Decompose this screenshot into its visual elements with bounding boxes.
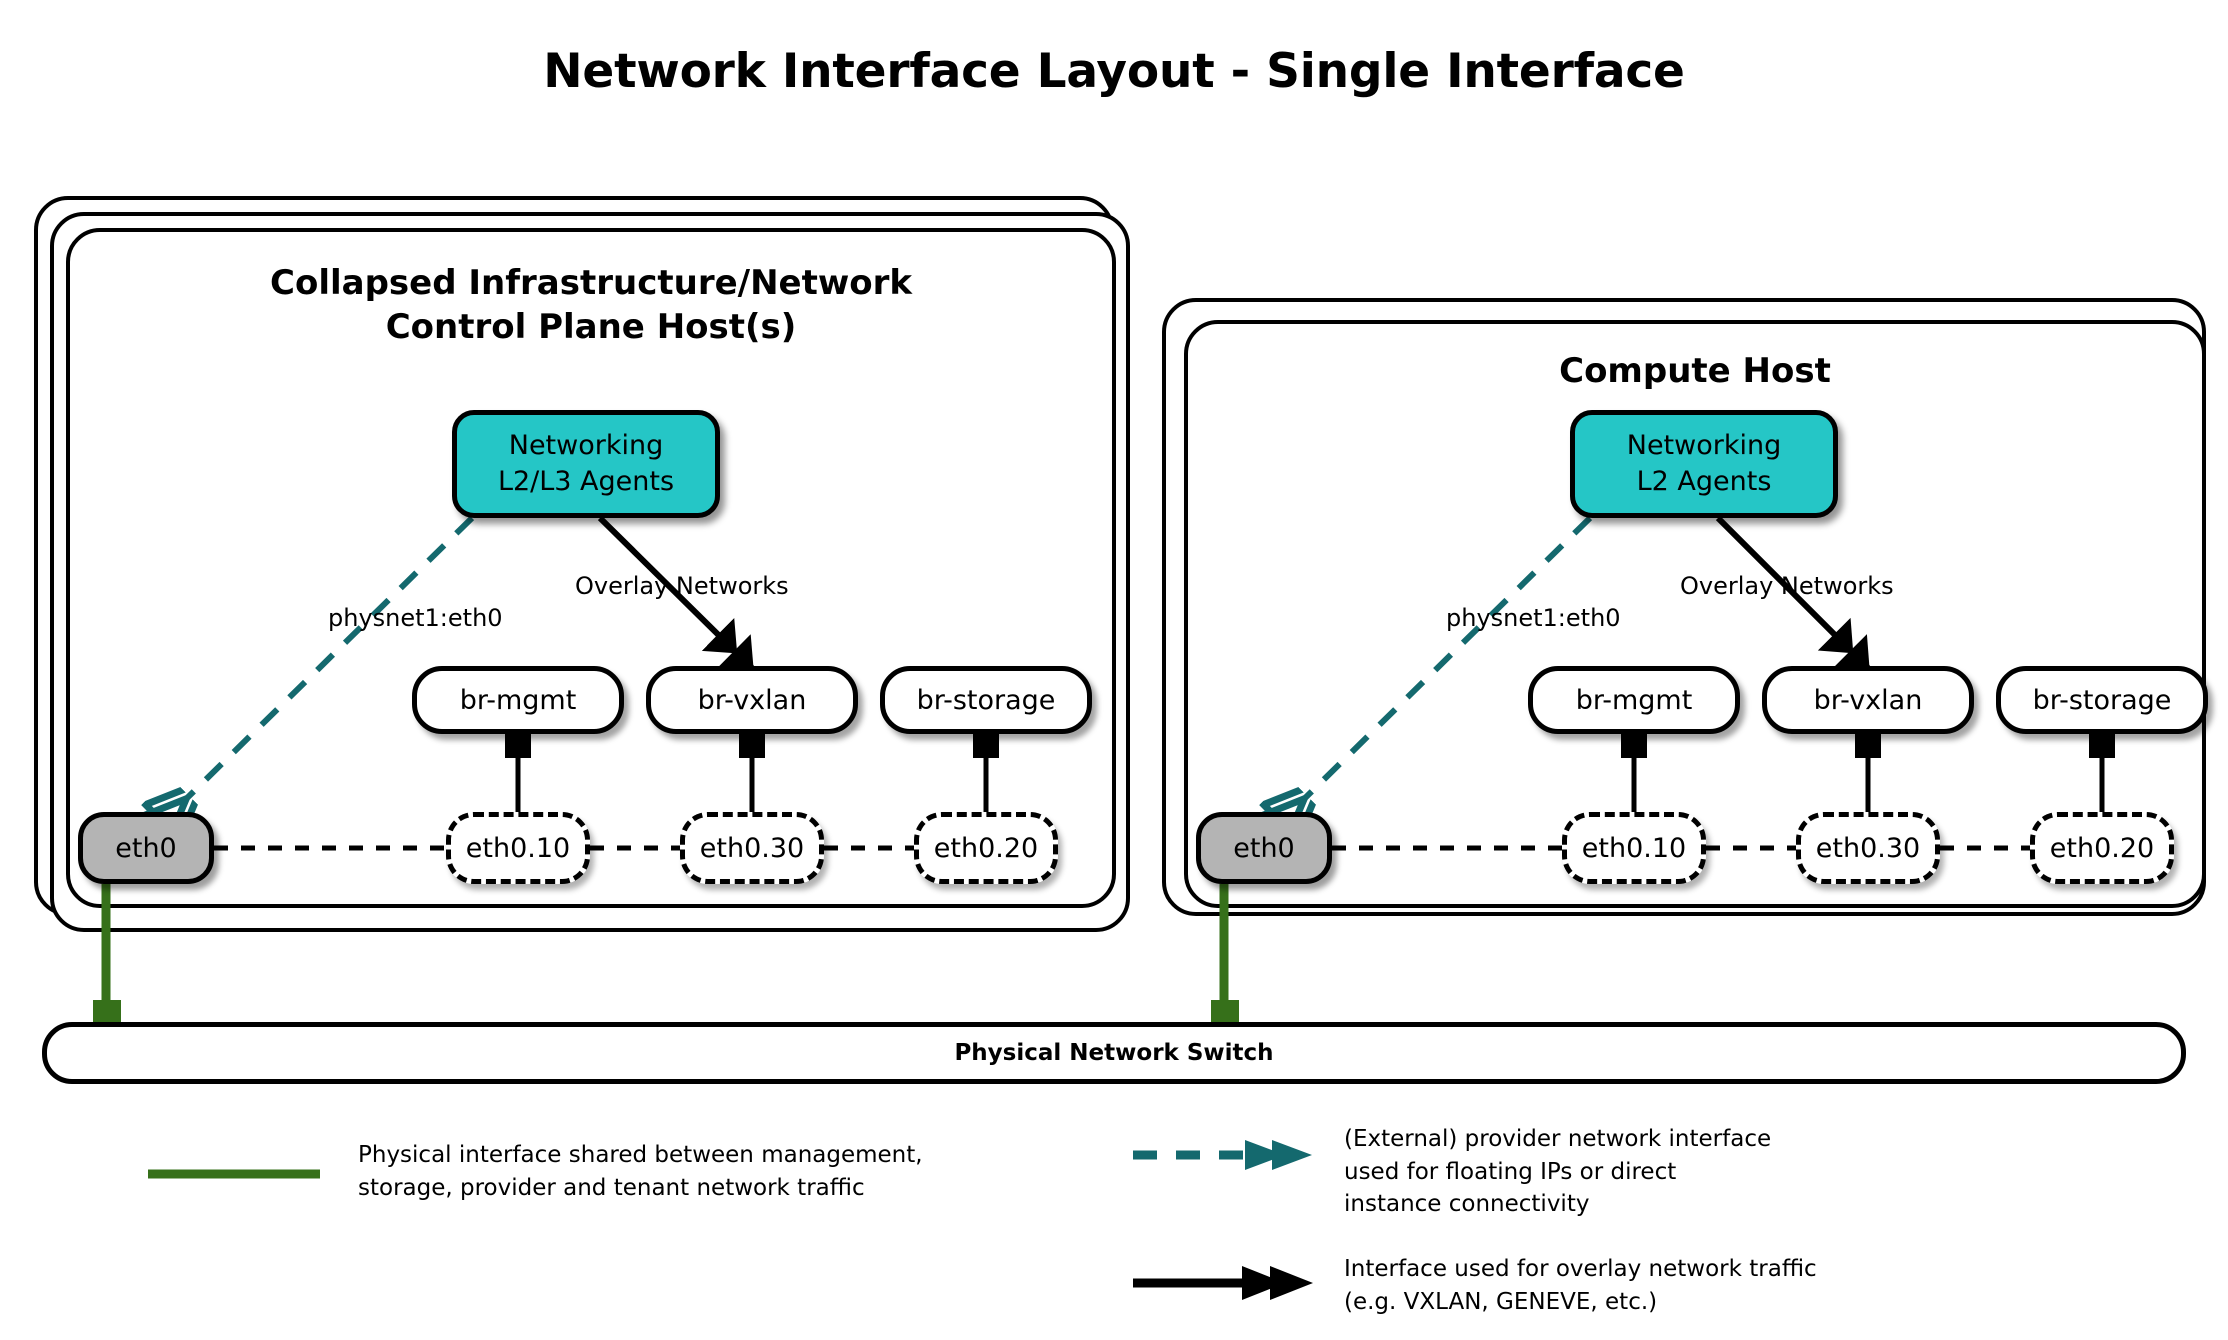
legend-label-physical-interface: Physical interface shared between manage… <box>358 1142 923 1201</box>
bridge-label: br-storage <box>916 684 1056 716</box>
bridge-box-br-storage-compute[interactable]: br-storage <box>1996 666 2208 734</box>
provider-edge-label-control-plane: physnet1:eth0 <box>328 604 503 632</box>
vlan-box-eth0-20-control-plane[interactable]: eth0.20 <box>914 812 1058 884</box>
agent-box-control-plane-line1: Networking <box>508 430 664 462</box>
nic-box-eth0-control-plane[interactable]: eth0 <box>78 812 214 884</box>
host-title-control-plane: Collapsed Infrastructure/Network Control… <box>66 262 1116 349</box>
bridge-box-br-vxlan-compute[interactable]: br-vxlan <box>1762 666 1974 734</box>
legend-swatch-provider-interface <box>1133 1140 1312 1170</box>
agent-box-compute-line2: L2 Agents <box>1636 466 1772 497</box>
bridge-label: br-mgmt <box>459 684 577 716</box>
vlan-label: eth0.10 <box>465 832 571 864</box>
host-title-compute-line1: Compute Host <box>1559 351 1831 391</box>
vlan-box-eth0-30-control-plane[interactable]: eth0.30 <box>680 812 824 884</box>
bridge-label: br-vxlan <box>697 684 807 716</box>
vlan-label: eth0.10 <box>1581 832 1687 864</box>
physical-network-switch-label: Physical Network Switch <box>954 1040 1274 1066</box>
host-title-control-plane-line1: Collapsed Infrastructure/Network <box>270 263 912 303</box>
host-title-control-plane-line2: Control Plane Host(s) <box>385 306 797 347</box>
provider-edge-label-compute: physnet1:eth0 <box>1446 604 1621 632</box>
legend-swatch-overlay-interface <box>1133 1266 1313 1300</box>
vlan-box-eth0-20-compute[interactable]: eth0.20 <box>2030 812 2174 884</box>
bridge-box-br-mgmt-control-plane[interactable]: br-mgmt <box>412 666 624 734</box>
bridge-box-br-vxlan-control-plane[interactable]: br-vxlan <box>646 666 858 734</box>
vlan-box-eth0-30-compute[interactable]: eth0.30 <box>1796 812 1940 884</box>
overlay-edge-label-control-plane: Overlay Networks <box>575 572 789 600</box>
nic-box-eth0-compute[interactable]: eth0 <box>1196 812 1332 884</box>
bridge-box-br-mgmt-compute[interactable]: br-mgmt <box>1528 666 1740 734</box>
bridge-label: br-vxlan <box>1813 684 1923 716</box>
agent-box-compute[interactable]: Networking L2 Agents <box>1570 410 1838 518</box>
bridge-box-br-storage-control-plane[interactable]: br-storage <box>880 666 1092 734</box>
host-title-compute: Compute Host <box>1184 350 2206 394</box>
vlan-label: eth0.20 <box>2049 832 2155 864</box>
page-title: Network Interface Layout - Single Interf… <box>543 44 1685 99</box>
agent-box-control-plane-line2: L2/L3 Agents <box>497 466 675 497</box>
nic-label: eth0 <box>115 832 177 864</box>
physical-network-switch[interactable]: Physical Network Switch <box>42 1022 2186 1084</box>
agent-box-control-plane[interactable]: Networking L2/L3 Agents <box>452 410 720 518</box>
vlan-label: eth0.30 <box>699 832 805 864</box>
vlan-label: eth0.20 <box>933 832 1039 864</box>
legend-label-provider-interface: (External) provider network interface us… <box>1344 1126 1772 1218</box>
vlan-label: eth0.30 <box>1815 832 1921 864</box>
agent-box-compute-line1: Networking <box>1626 430 1782 462</box>
overlay-edge-label-compute: Overlay Networks <box>1680 572 1894 600</box>
bridge-label: br-storage <box>2032 684 2172 716</box>
legend-label-overlay-interface: Interface used for overlay network traff… <box>1344 1256 1817 1315</box>
bridge-label: br-mgmt <box>1575 684 1693 716</box>
vlan-box-eth0-10-control-plane[interactable]: eth0.10 <box>446 812 590 884</box>
vlan-box-eth0-10-compute[interactable]: eth0.10 <box>1562 812 1706 884</box>
nic-label: eth0 <box>1233 832 1295 864</box>
